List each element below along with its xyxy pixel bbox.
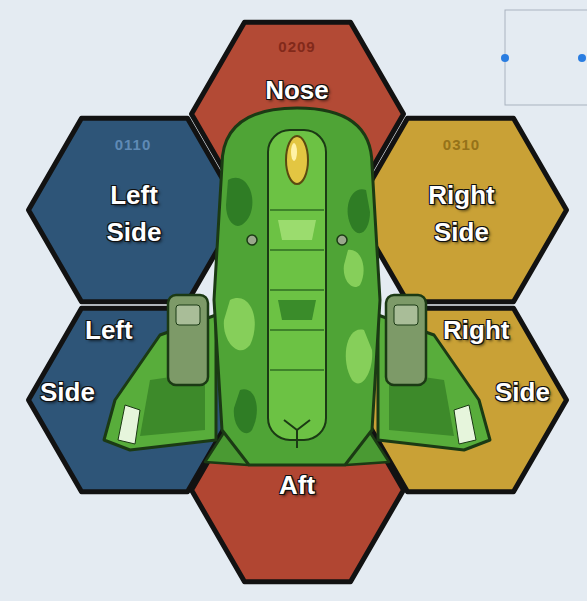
facing-label: Aft [207, 469, 387, 501]
hex-shape [28, 118, 240, 302]
facing-label: Nose [217, 74, 377, 106]
facing-label: Left Side [93, 177, 175, 251]
hex-number: 0209 [237, 38, 357, 56]
facing-label: Left Side [40, 299, 140, 423]
hex-number: 0110 [73, 136, 193, 154]
left-side-hex: 0110Left Side [26, 116, 243, 304]
right-side-hex: 0310Right Side [352, 116, 569, 304]
hex-number: 0310 [402, 136, 522, 154]
hex-shape [191, 398, 403, 582]
aft-hex: Aft [189, 396, 406, 584]
facing-label: Right Side [443, 299, 565, 423]
handle-dot [578, 54, 586, 62]
handle-dot [501, 54, 509, 62]
hex-shape [354, 118, 566, 302]
frame-box [505, 10, 587, 105]
facing-label: Right Side [420, 177, 504, 251]
